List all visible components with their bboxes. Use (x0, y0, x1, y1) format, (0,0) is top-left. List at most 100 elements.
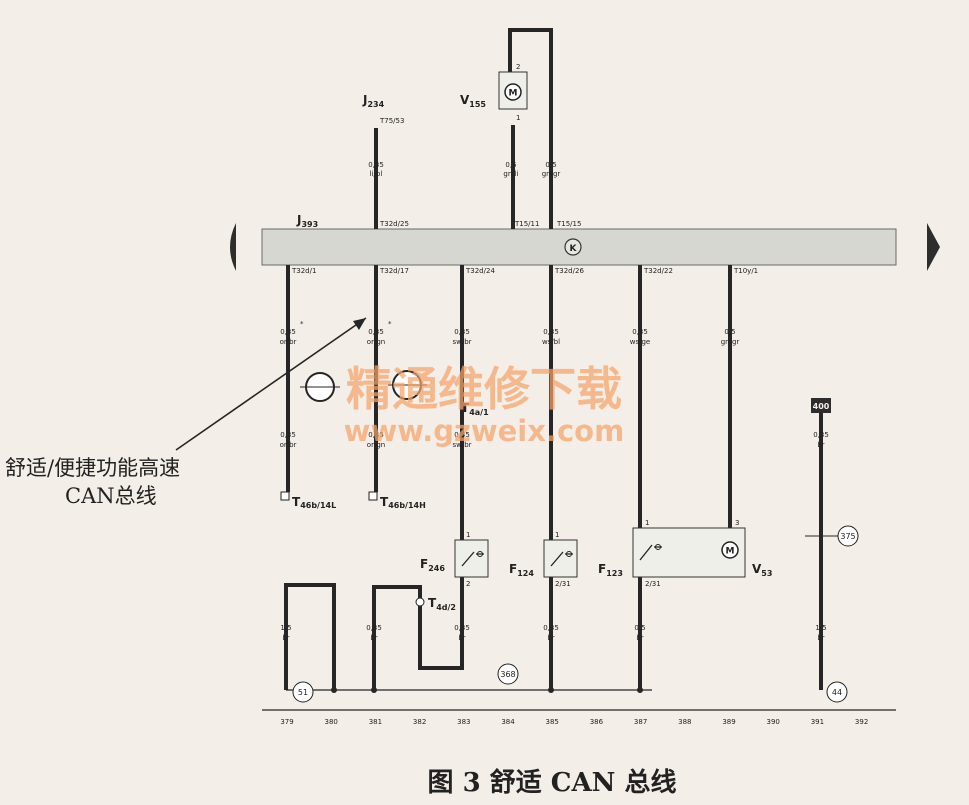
ground-wire-2-gauge: 0,35 (454, 624, 470, 632)
top-wire-0-gauge: 0,35 (368, 161, 384, 169)
lower-wire-labels: T32d/1 T32d/17 T32d/24 T32d/26 T32d/22 T… (280, 267, 759, 449)
f124-pin-bottom: 2/31 (555, 580, 571, 588)
k-marker (564, 238, 582, 256)
bottom-wire-1-color-lower: or/gn (367, 441, 385, 449)
column-number: 380 (325, 718, 338, 726)
bottom-wire-1-star: * (388, 320, 392, 328)
f124-box (543, 539, 578, 578)
v155-label: V155 (460, 93, 486, 109)
ground-wire-3-color: br (547, 634, 554, 642)
t46l-terminal-icon (280, 491, 290, 501)
column-number: 389 (722, 718, 735, 726)
watermark-line-1: 精通维修下载 (346, 362, 622, 416)
g400-box (811, 398, 831, 413)
column-number: 382 (413, 718, 426, 726)
column-number: 384 (501, 718, 515, 726)
ground-wire-4-color: br (636, 634, 643, 642)
column-number: 391 (811, 718, 824, 726)
t4d2-label: T4d/2 (428, 596, 456, 612)
top-wire-2-pin: T15/15 (556, 220, 581, 228)
ground-wire-1-color: br (370, 634, 377, 642)
f246-label: F246 (420, 557, 445, 573)
column-number: 392 (855, 718, 868, 726)
g44-label: 44 (832, 688, 842, 697)
bottom-wire-1-color-upper: or/gn (367, 338, 385, 346)
bottom-wire-2-gauge-upper: 0,35 (454, 328, 470, 336)
bottom-wire-5-color-upper: gn/gr (721, 338, 740, 346)
v155-pin-bottom: 1 (516, 114, 520, 122)
ground-wire-4-gauge: 0,5 (634, 624, 645, 632)
bottom-wire-1-pin: T32d/17 (379, 267, 409, 275)
v155-pin-top: 2 (516, 63, 520, 71)
f123-switch-dot (655, 544, 661, 550)
top-wire-1-color: gn/li (503, 170, 518, 178)
ground-wire-5-gauge: 0,35 (813, 431, 829, 439)
bottom-wire-0-color-upper: or/br (280, 338, 297, 346)
bottom-wire-5-gauge-upper: 0,5 (724, 328, 735, 336)
column-number: 387 (634, 718, 647, 726)
f123-pin-top: 1 (645, 519, 649, 527)
g375-label: 375 (840, 532, 855, 541)
g44-marker (826, 681, 848, 703)
annotation-line-2: CAN总线 (65, 484, 157, 508)
watermark-line-2: www.gzweix.com (344, 414, 625, 448)
bottom-wire-2-color-upper: sw/br (452, 338, 471, 346)
t46h-terminal-icon (368, 491, 378, 501)
bottom-wire-3-color-upper: ws/bl (542, 338, 560, 346)
top-wire-0-color: li/bl (370, 170, 383, 178)
top-wire-0-pin: T32d/25 (379, 220, 409, 228)
v53-motor-icon (721, 541, 739, 559)
j234-label: J234 (362, 93, 385, 109)
column-number: 385 (546, 718, 559, 726)
g368-label: 368 (500, 670, 515, 679)
k-marker-label: K (570, 244, 578, 254)
column-number: 381 (369, 718, 382, 726)
bottom-wire-2-color-lower: sw/br (452, 441, 471, 449)
f246-pin-bottom: 2 (466, 580, 470, 588)
ground-wire-1-gauge: 0,35 (366, 624, 382, 632)
bottom-wire-2-pin: T32d/24 (465, 267, 495, 275)
v53-label: V53 (752, 562, 772, 578)
bus-left-arrow-icon (230, 223, 236, 271)
column-number: 386 (590, 718, 604, 726)
ground-wire-0-color: br (282, 634, 289, 642)
bottom-wire-5-pin: T10y/1 (733, 267, 758, 275)
bottom-wire-0-pin: T32d/1 (291, 267, 316, 275)
top-wire-1-gauge: 0,5 (505, 161, 516, 169)
bottom-wire-0-color-lower: or/br (280, 441, 297, 449)
bottom-wire-3-pin: T32d/26 (554, 267, 584, 275)
v155-motor-letter: M (509, 89, 518, 99)
lower-wires (284, 265, 823, 690)
f124-switch-dot (566, 551, 572, 557)
v155-motor-icon (504, 83, 522, 101)
j234-pin: T75/53 (379, 117, 404, 125)
ground-wire-3-gauge: 0,35 (543, 624, 559, 632)
top-wire-2-gauge: 0,5 (545, 161, 556, 169)
bottom-wire-1-gauge-lower: 0,35 (368, 431, 384, 439)
g51-marker (292, 681, 314, 703)
t4a-label: T4a/1 (461, 401, 489, 417)
column-number: 383 (457, 718, 470, 726)
f123-label: F123 (598, 562, 623, 578)
bottom-wire-2-gauge-lower: 0,35 (454, 431, 470, 439)
top-wire-2-color: gn/gr (542, 170, 561, 178)
t4d2-terminal-icon (415, 597, 425, 607)
j393-label: J393 (296, 213, 318, 229)
upper-wires (374, 28, 553, 229)
g51-label: 51 (298, 688, 308, 697)
ground-junctions (331, 687, 643, 693)
bottom-wire-0-gauge-lower: 0,35 (280, 431, 296, 439)
bottom-wire-4-pin: T32d/22 (643, 267, 673, 275)
f246-box (454, 539, 489, 578)
ground-wire-5-color: br (817, 441, 824, 449)
figure-caption: 图 3 舒适 CAN 总线 (428, 767, 677, 798)
bus-right-arrow-icon (927, 223, 940, 271)
f124-label: F124 (509, 562, 534, 578)
bottom-wire-1-gauge-upper: 0,35 (368, 328, 384, 336)
ground-wire-6-gauge: 1,5 (815, 624, 826, 632)
f123-pin-bottom: 2/31 (645, 580, 661, 588)
f246-switch-dot (477, 551, 483, 557)
f124-pin-top: 1 (555, 531, 559, 539)
